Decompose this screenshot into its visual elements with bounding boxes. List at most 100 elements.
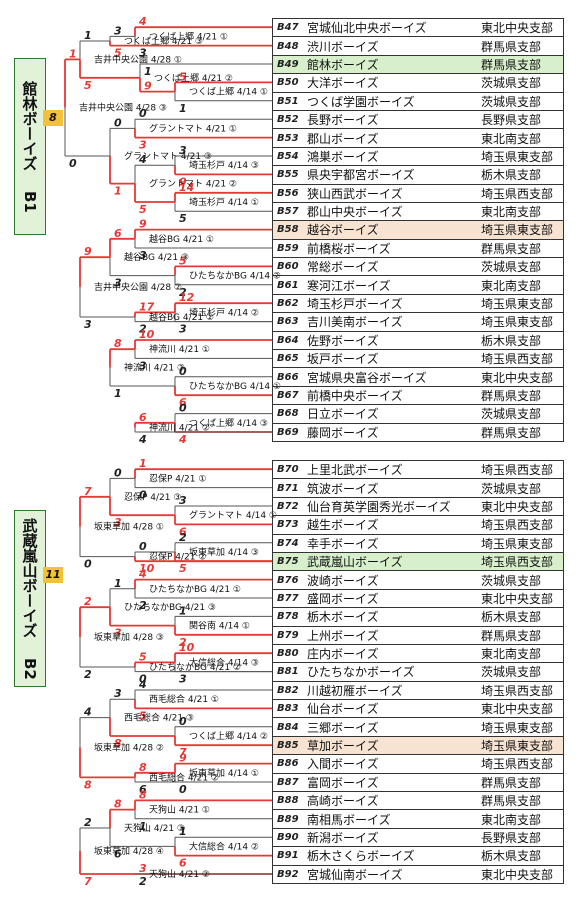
- venue-label: つくば上郷 4/21 ①: [149, 31, 228, 42]
- score-label: 3: [139, 139, 147, 152]
- team-name: 常総ボーイズ: [307, 260, 379, 275]
- team-branch: 埼玉県東支部: [481, 536, 554, 551]
- team-branch: 茨城県支部: [481, 260, 542, 275]
- team-name: 日立ボーイズ: [307, 407, 379, 422]
- score-label: 0: [84, 558, 92, 571]
- team-code: B53: [277, 132, 299, 144]
- score-label: 1: [144, 65, 152, 78]
- team-code: B70: [277, 464, 299, 476]
- score-label: 1: [114, 387, 122, 400]
- team-name: 栃木ボーイズ: [307, 610, 379, 625]
- team-code: B67: [277, 390, 299, 401]
- team-name: つくば学園ボーイズ: [307, 94, 415, 109]
- team-code: B62: [277, 298, 299, 310]
- team-name: 盛岡ボーイズ: [307, 591, 379, 606]
- team-code: B49: [277, 58, 299, 70]
- team-code: B69: [277, 426, 299, 438]
- venue-label: 忍保P 4/21 ③: [124, 491, 181, 503]
- team-branch: 東北中央支部: [481, 499, 554, 514]
- block-b1-champion: 館林ボーイズ: [20, 80, 39, 171]
- score-label: 0: [139, 489, 147, 502]
- team-branch: 埼玉県西支部: [481, 352, 554, 367]
- team-name: 越谷ボーイズ: [307, 223, 379, 238]
- score-label: 7: [84, 485, 92, 498]
- team-code: B86: [277, 758, 299, 770]
- score-label: 8: [114, 337, 122, 350]
- team-code: B76: [277, 574, 299, 586]
- venue-label: 坂東草加 4/14 ③: [189, 546, 259, 558]
- score-label: 17: [139, 300, 155, 313]
- score-label: 8: [139, 788, 147, 801]
- team-branch: 群馬県支部: [481, 241, 542, 256]
- team-name: 富岡ボーイズ: [307, 775, 379, 790]
- team-code: B82: [277, 684, 299, 696]
- team-branch: 埼玉県西支部: [481, 518, 554, 533]
- team-code: B55: [277, 169, 299, 181]
- venue-label: 天狗山 4/21 ①: [149, 804, 210, 816]
- team-branch: 東北南支部: [481, 278, 542, 293]
- score-label: 3: [114, 24, 122, 37]
- score-label: 10: [139, 562, 155, 575]
- team-branch: 埼玉県西支部: [481, 555, 554, 570]
- team-code: B57: [277, 206, 299, 218]
- team-code: B83: [277, 703, 299, 715]
- team-branch: 埼玉県東支部: [481, 149, 554, 164]
- team-branch: 群馬県支部: [481, 425, 542, 440]
- score-label: 5: [179, 212, 187, 225]
- team-name: 波崎ボーイズ: [307, 573, 379, 588]
- score-label: 6: [139, 783, 147, 796]
- team-name: 宮城仙南ボーイズ: [307, 867, 403, 882]
- venue-label: 越谷BG 4/21 ①: [149, 233, 214, 245]
- team-branch: 栃木県支部: [481, 849, 542, 864]
- block-b1-label: 館林ボーイズ B1: [14, 58, 46, 235]
- score-label: 6: [139, 411, 147, 424]
- score-label: 3: [139, 249, 147, 262]
- score-label: 2: [139, 323, 147, 336]
- score-label: 1: [179, 604, 187, 617]
- score-label: 7: [179, 746, 187, 759]
- score-label: 5: [179, 562, 187, 575]
- venue-label: 神流川 4/21 ②: [149, 421, 210, 433]
- team-name: 埼玉杉戸ボーイズ: [307, 297, 403, 312]
- team-code: B65: [277, 353, 299, 365]
- venue-label: 神流川 4/21 ①: [149, 343, 210, 355]
- score-label: 1: [69, 47, 77, 60]
- team-branch: 群馬県支部: [481, 389, 542, 403]
- team-code: B85: [277, 740, 299, 752]
- team-name: 前橋中央ボーイズ: [307, 389, 403, 403]
- score-label: 10: [179, 641, 195, 654]
- score-label: 9: [139, 218, 147, 231]
- score-label: 2: [179, 636, 187, 649]
- team-code: B73: [277, 519, 299, 531]
- team-code: B48: [277, 40, 299, 52]
- team-code: B92: [277, 868, 299, 880]
- team-name: 佐野ボーイズ: [307, 333, 379, 348]
- team-branch: 東北中央支部: [481, 21, 554, 36]
- team-row: B72 仙台育英学園秀光ボーイズ 東北中央支部: [273, 498, 563, 517]
- team-name: 上里北武ボーイズ: [307, 463, 403, 478]
- team-name: 仙台育英学園秀光ボーイズ: [307, 499, 451, 514]
- score-label: 8: [139, 761, 147, 774]
- block-b2-id: B2: [21, 657, 39, 680]
- score-label: 3: [179, 494, 187, 507]
- team-code: B59: [277, 242, 299, 254]
- team-branch: 埼玉県西支部: [481, 757, 554, 772]
- team-code: B72: [277, 500, 299, 512]
- team-code: B71: [277, 482, 299, 494]
